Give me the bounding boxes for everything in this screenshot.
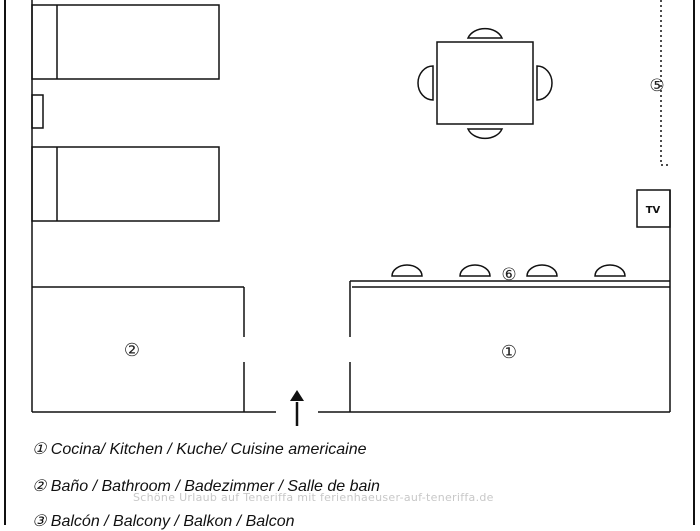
kitchen-number: ①: [501, 342, 517, 363]
bed-top: [31, 4, 220, 80]
watermark: Schöne Urlaub auf Teneriffa mit ferienha…: [133, 491, 494, 504]
stool: [526, 264, 558, 277]
nightstand: [31, 94, 44, 129]
dining-table: [436, 41, 534, 125]
entrance-arrow-icon: [290, 390, 304, 426]
wardrobe-number: ⑤: [649, 76, 664, 96]
legend-text: Cocina/ Kitchen / Kuche/ Cuisine america…: [50, 441, 367, 458]
stool: [459, 264, 491, 277]
chair-right: [536, 65, 553, 101]
legend-text: Balcón / Balcony / Balkon / Balcon: [50, 513, 295, 530]
tv-label: TV: [646, 205, 661, 216]
legend-text: Baño / Bathroom / Badezimmer / Salle de …: [50, 478, 380, 495]
tv-unit: [636, 189, 671, 228]
bed-bottom: [31, 146, 220, 222]
chair-bottom: [466, 128, 504, 140]
legend-marker: ③: [32, 513, 47, 530]
legend-item-bathroom: ② Baño / Bathroom / Badezimmer / Salle d…: [32, 476, 380, 496]
chair-top: [466, 27, 504, 39]
chair-left: [417, 65, 434, 101]
counter-number: ⑥: [501, 265, 516, 285]
legend-item-balcony: ③ Balcón / Balcony / Balkon / Balcon: [32, 511, 295, 531]
legend-marker: ①: [32, 441, 47, 458]
legend-marker: ②: [32, 478, 47, 495]
bathroom-number: ②: [124, 340, 140, 361]
stool: [594, 264, 626, 277]
stool: [391, 264, 423, 277]
legend-item-kitchen: ① Cocina/ Kitchen / Kuche/ Cuisine ameri…: [32, 439, 367, 459]
